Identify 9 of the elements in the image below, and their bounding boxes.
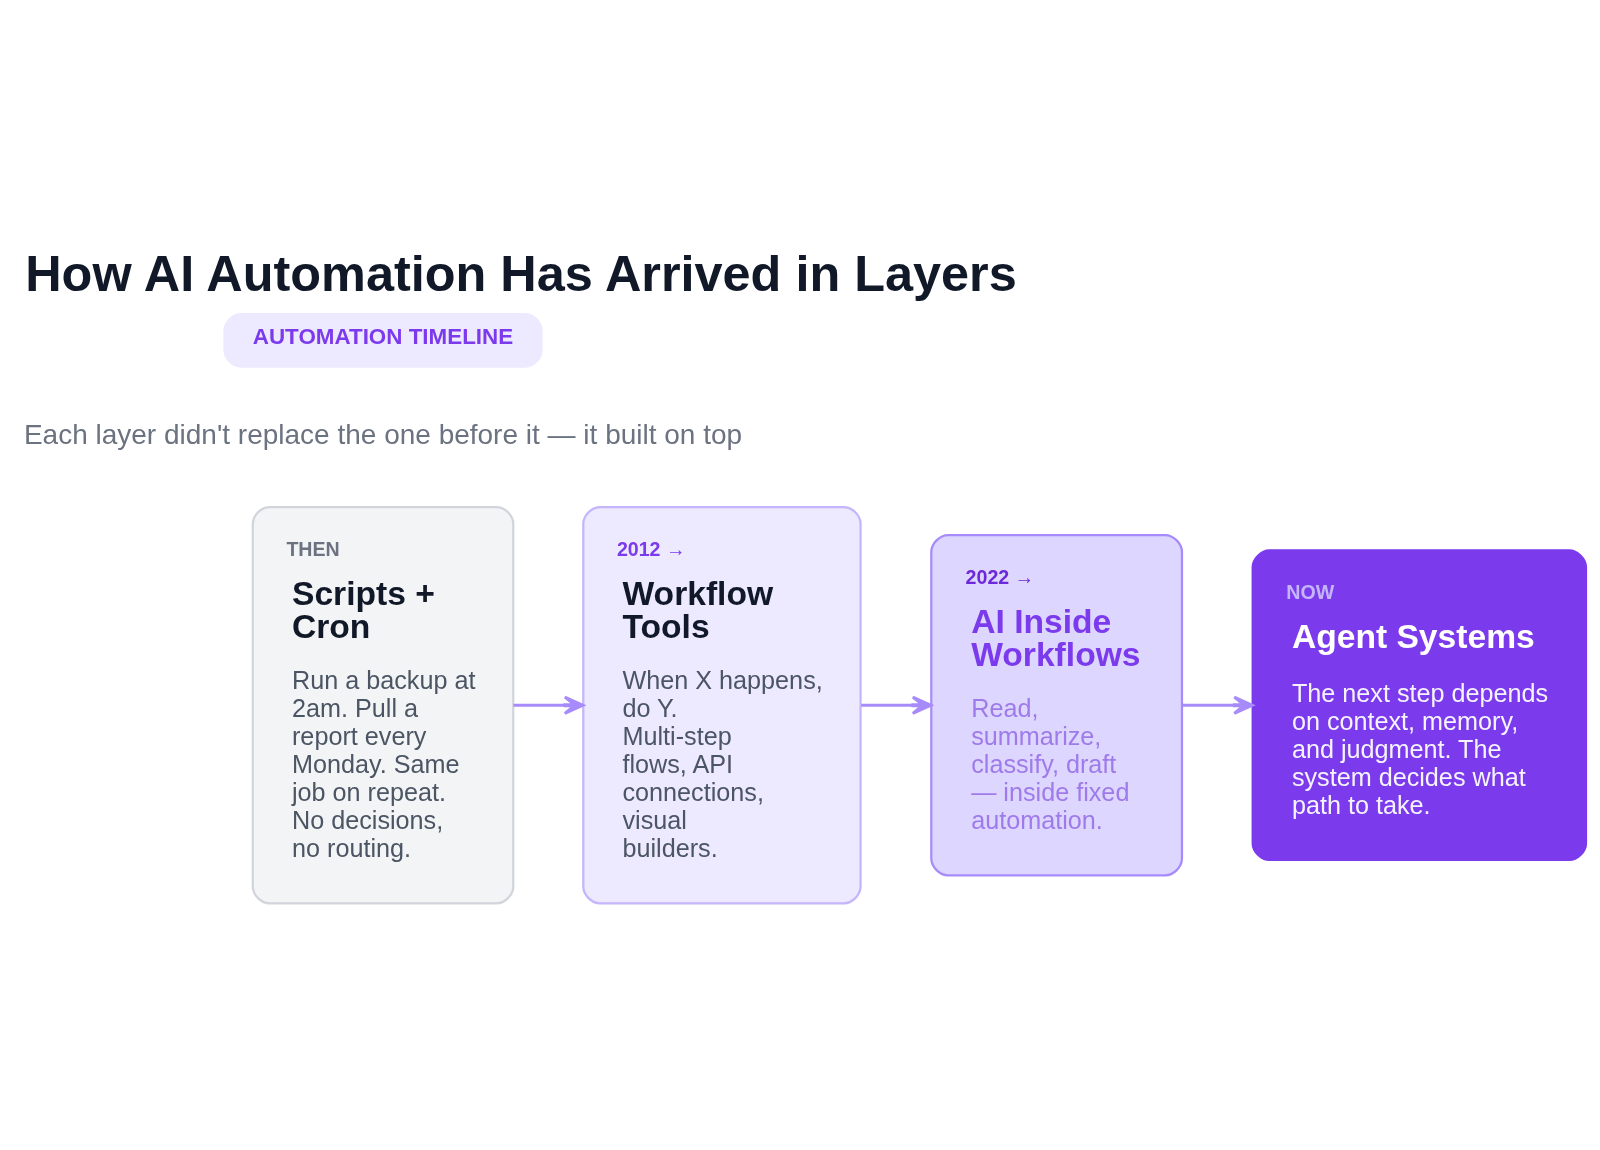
arrow xyxy=(861,695,933,715)
label: Each layer didn't replace the one before it — it built on top xyxy=(23,419,743,451)
diagram-title: How AI Automation Has Arrived in Layers xyxy=(25,245,1017,303)
node-box: 2012 → Workflow Tools When X happens, do Y. Multi-step flows, API connections, visual builders. xyxy=(582,505,862,905)
node-box: THEN Scripts + Cron Run a backup at 2am. Pull a report every Monday. Same job on repeat. No decisions, no routing. xyxy=(251,505,515,905)
node-box: NOW Agent Systems The next step depends on context, memory, and judgment. The system decides what path to take. xyxy=(1251,549,1588,862)
node-box: 2022 → AI Inside Workflows Read, summarize, classify, draft — inside fixed automation. xyxy=(930,533,1184,877)
arrow xyxy=(1182,695,1254,715)
arrow xyxy=(513,695,585,715)
